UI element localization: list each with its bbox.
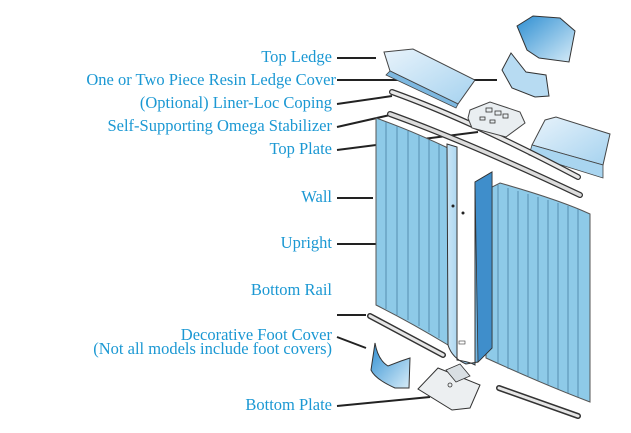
top-ledge-right	[528, 116, 611, 179]
upright	[446, 143, 493, 366]
leader-liner-loc-coping	[336, 95, 393, 105]
leader-foot-cover	[336, 336, 367, 349]
label-resin-ledge-cover: One or Two Piece Resin Ledge Cover	[86, 70, 336, 89]
resin-ledge-cover	[501, 15, 576, 98]
label-wall: Wall	[301, 187, 332, 206]
label-liner-loc-coping: (Optional) Liner-Loc Coping	[139, 93, 332, 112]
bottom-rail	[367, 313, 581, 419]
label-top-ledge: Top Ledge	[261, 47, 332, 66]
wall-left	[375, 117, 449, 346]
label-bottom-rail: Bottom Rail	[250, 280, 332, 299]
label-foot-cover-note: (Not all models include foot covers)	[93, 339, 332, 358]
bottom-plate	[417, 363, 481, 411]
leader-bottom-plate	[336, 396, 431, 407]
label-bottom-plate: Bottom Plate	[245, 395, 332, 414]
omega-stabilizer	[387, 111, 583, 198]
top-ledge	[383, 48, 476, 109]
foot-cover	[370, 342, 411, 389]
label-foot-cover-title: Decorative Foot Cover	[180, 325, 332, 344]
label-foot-cover: Decorative Foot Cover (Not all models in…	[93, 325, 332, 358]
label-upright: Upright	[280, 233, 332, 252]
wall-right	[485, 182, 591, 403]
label-omega-stabilizer: Self-Supporting Omega Stabilizer	[107, 116, 332, 135]
leader-omega-stabilizer	[336, 114, 391, 128]
label-top-plate: Top Plate	[269, 139, 332, 158]
top-plate	[467, 101, 526, 138]
